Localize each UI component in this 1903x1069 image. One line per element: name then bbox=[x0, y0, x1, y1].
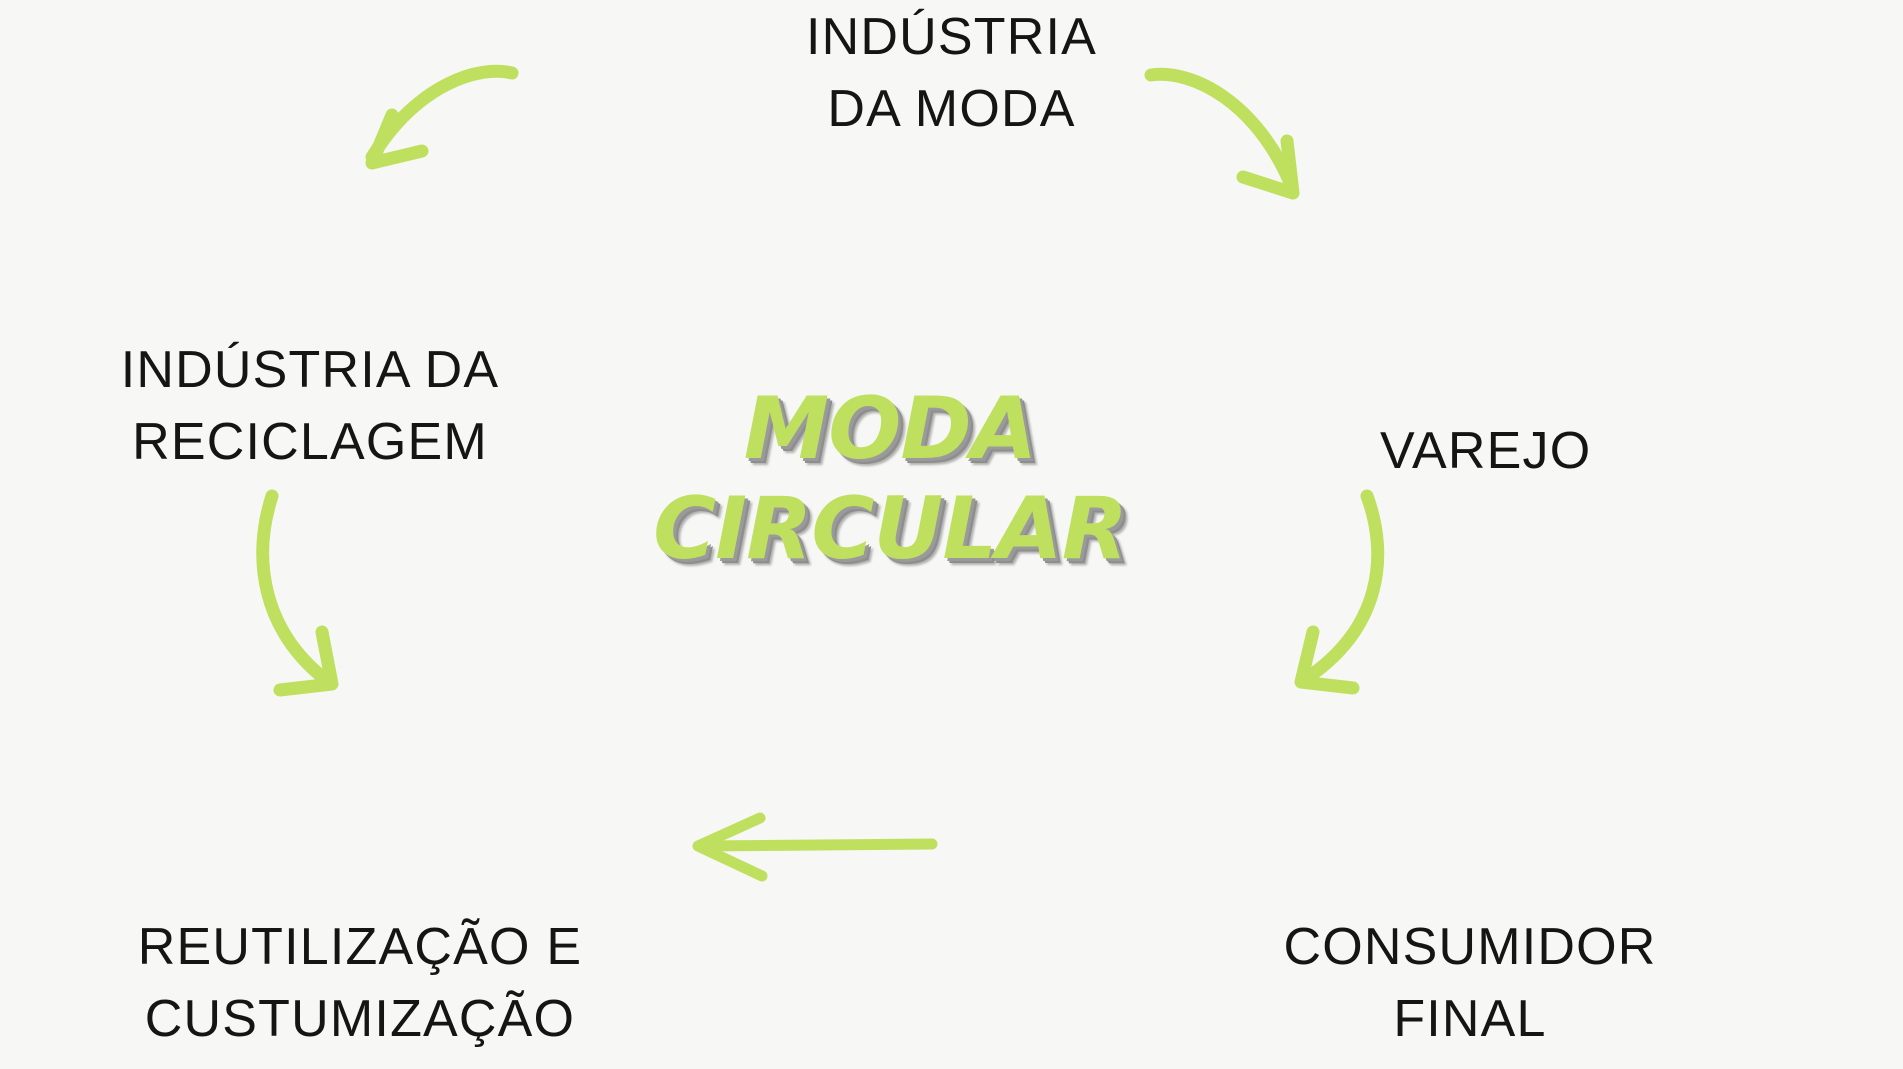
arrow-varejo-to-consumidor-icon bbox=[1294, 489, 1385, 695]
center-wordmark-moda-circular: MODA CIRCULAR bbox=[653, 379, 1128, 579]
node-label-industria-da-reciclagem: INDÚSTRIA DA RECICLAGEM bbox=[120, 341, 500, 471]
node-label-reutilizacao-e-custumizacao: REUTILIZAÇÃO E CUSTUMIZAÇÃO bbox=[137, 918, 583, 1048]
node-label-industria-da-moda: INDÚSTRIA DA MODA bbox=[805, 8, 1098, 138]
node-label-varejo: VAREJO bbox=[1380, 422, 1592, 480]
node-label-consumidor-final: CONSUMIDOR FINAL bbox=[1283, 918, 1657, 1048]
arrow-reutilizacao-to-reciclagem-icon bbox=[256, 489, 339, 697]
arrow-consumidor-to-reutilizacao-icon bbox=[692, 812, 938, 882]
